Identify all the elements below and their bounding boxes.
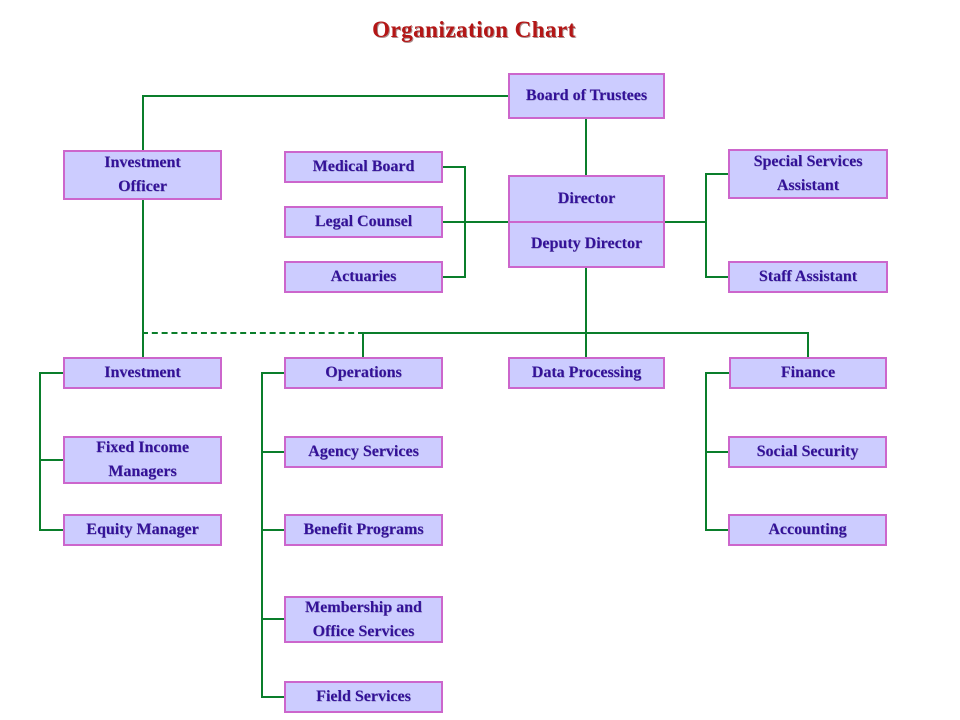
connector-fixed-income-stub (39, 459, 63, 461)
connector-director-to-assistant-bracket (665, 221, 707, 223)
connector-finance-stub (705, 372, 729, 374)
org-box-data-processing: Data Processing (508, 357, 665, 389)
connector-investment-officer-to-investment-v (142, 200, 144, 357)
org-box-equity-manager: Equity Manager (63, 514, 222, 546)
org-box-investment: Investment (63, 357, 222, 389)
org-box-finance: Finance (729, 357, 887, 389)
org-box-deputy-director: Deputy Director (530, 235, 643, 253)
org-box-actuaries: Actuaries (284, 261, 443, 293)
connector-benefit-programs-stub (261, 529, 284, 531)
connector-board-to-director-v (585, 119, 587, 175)
connector-staff-assistant-stub (705, 276, 728, 278)
connector-actuaries-stub (443, 276, 466, 278)
org-box-operations: Operations (284, 357, 443, 389)
org-box-accounting: Accounting (728, 514, 887, 546)
org-box-social-security: Social Security (728, 436, 887, 468)
connector-drop-to-operations-v (362, 332, 364, 357)
chart-title: Organization Chart (372, 17, 576, 42)
org-box-field-services: Field Services (284, 681, 443, 713)
connector-drop-to-finance-v (807, 332, 809, 357)
org-box-agency-services: Agency Services (284, 436, 443, 468)
org-box-special-services-assistant: Special Services Assistant (728, 149, 888, 199)
connector-legal-counsel-to-director (443, 221, 508, 223)
connector-board-to-investment-officer-v (142, 95, 144, 150)
org-box-fixed-income-managers: Fixed Income Managers (63, 436, 222, 484)
org-box-medical-board: Medical Board (284, 151, 443, 183)
org-box-board-of-trustees: Board of Trustees (508, 73, 665, 119)
connector-operations-stub (261, 372, 284, 374)
org-box-legal-counsel: Legal Counsel (284, 206, 443, 238)
org-box-investment-officer: Investment Officer (63, 150, 222, 200)
connector-agency-services-stub (261, 451, 284, 453)
connector-equity-manager-stub (39, 529, 63, 531)
org-box-benefit-programs: Benefit Programs (284, 514, 443, 546)
org-box-membership-office-services: Membership and Office Services (284, 596, 443, 643)
connector-field-services-stub (261, 696, 284, 698)
connector-assistant-bracket-v (705, 173, 707, 278)
org-box-director-deputy-director: Director Deputy Director (508, 175, 665, 268)
connector-dashed-investment-officer-to-group-line (142, 332, 364, 334)
connector-investment-stub (39, 372, 63, 374)
connector-operations-bracket-v (261, 372, 263, 698)
connector-investment-bracket-v (39, 372, 41, 531)
connector-board-to-investment-officer-h (142, 95, 509, 97)
connector-medical-board-stub (443, 166, 466, 168)
connector-membership-stub (261, 618, 284, 620)
connector-director-to-data-processing-v (585, 266, 587, 357)
connector-accounting-stub (705, 529, 728, 531)
org-box-director: Director (510, 177, 663, 223)
connector-special-services-stub (705, 173, 728, 175)
org-box-staff-assistant: Staff Assistant (728, 261, 888, 293)
connector-social-security-stub (705, 451, 728, 453)
